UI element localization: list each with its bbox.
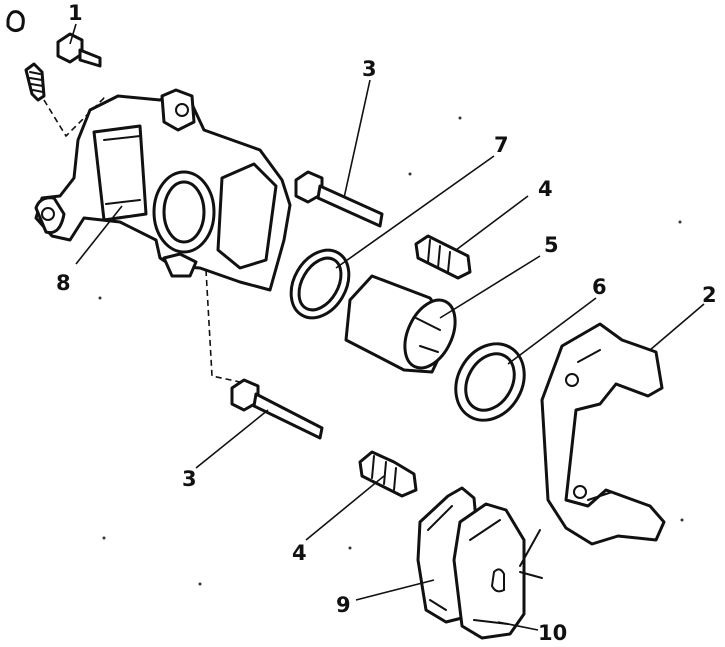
bleed-screw [24,62,46,102]
callout-8: 8 [56,271,71,295]
guide-bolt-small [56,32,102,68]
callout-3-top: 3 [362,57,377,81]
leader-4-top [455,195,529,251]
guide-bolt-upper [294,170,384,228]
leader-lines [69,23,705,631]
callout-5: 5 [544,233,559,257]
callout-9: 9 [336,593,351,617]
caliper-carrier-bracket [540,322,666,546]
dust-boot [454,342,526,422]
brake-pad-outer [452,502,543,640]
leader-3-top [343,79,371,199]
leader-10 [497,621,539,631]
leader-3-bottom [195,409,269,469]
callout-2: 2 [702,283,717,307]
fit-line-lower [205,269,241,383]
leader-1 [69,23,77,45]
callout-10: 10 [538,621,567,645]
leader-8 [75,205,123,265]
callout-7: 7 [494,133,509,157]
leader-7 [335,155,495,269]
caliper-bore [152,170,216,254]
piston-seal [289,248,351,320]
callout-4-bottom: 4 [292,541,307,565]
guide-bushing-upper [414,234,472,280]
callout-4-top: 4 [538,177,553,201]
callout-labels: 1 2 3 3 4 4 5 6 7 8 9 10 [56,1,717,645]
leader-4-bottom [305,475,385,541]
dust-cap [6,10,25,33]
guide-bolt-lower [230,378,324,440]
callout-3-bottom: 3 [182,467,197,491]
guide-bushing-lower [358,450,418,498]
callout-1: 1 [68,1,83,25]
piston [344,274,457,374]
background-specks [98,116,684,586]
leader-2 [649,303,705,351]
leader-9 [355,579,435,601]
leader-5 [439,255,541,319]
leader-6 [507,297,597,365]
callout-6: 6 [592,275,607,299]
